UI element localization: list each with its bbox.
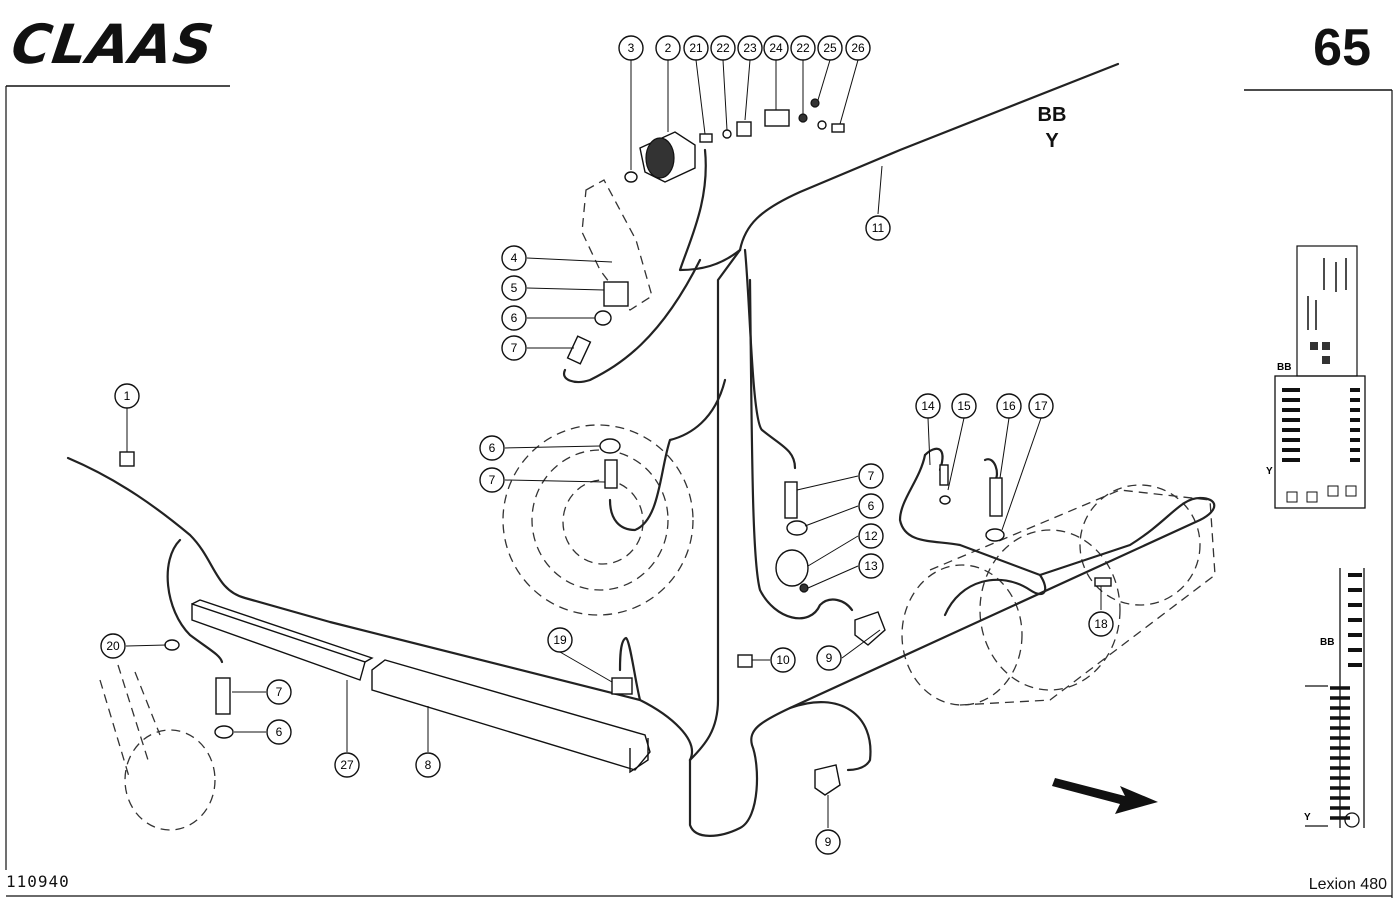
svg-text:27: 27 xyxy=(340,758,354,772)
svg-text:19: 19 xyxy=(553,633,567,647)
svg-text:9: 9 xyxy=(825,835,832,849)
callout-9a: 9 xyxy=(816,645,842,671)
callout-22b: 22 xyxy=(790,35,816,61)
drawing-number: 110940 xyxy=(6,872,70,891)
svg-text:2: 2 xyxy=(665,41,672,55)
callout-10: 10 xyxy=(770,647,796,673)
direction-arrow-icon xyxy=(1052,778,1158,814)
callout-4: 4 xyxy=(501,245,527,271)
svg-text:4: 4 xyxy=(511,251,518,265)
callout-7b: 7 xyxy=(479,467,505,493)
svg-text:1: 1 xyxy=(124,389,131,403)
svg-text:25: 25 xyxy=(823,41,837,55)
svg-text:12: 12 xyxy=(864,529,878,543)
svg-text:10: 10 xyxy=(776,653,790,667)
svg-text:3: 3 xyxy=(628,41,635,55)
callout-3: 3 xyxy=(618,35,644,61)
callout-22: 22 xyxy=(710,35,736,61)
callout-7c: 7 xyxy=(858,463,884,489)
callout-20: 20 xyxy=(100,633,126,659)
svg-text:7: 7 xyxy=(511,341,518,355)
svg-text:14: 14 xyxy=(921,399,935,413)
callout-18: 18 xyxy=(1088,611,1114,637)
svg-text:13: 13 xyxy=(864,559,878,573)
svg-text:21: 21 xyxy=(689,41,703,55)
callout-26: 26 xyxy=(845,35,871,61)
callout-2: 2 xyxy=(655,35,681,61)
callout-24: 24 xyxy=(763,35,789,61)
callout-1: 1 xyxy=(114,383,140,409)
callout-6c: 6 xyxy=(858,493,884,519)
callout-6a: 6 xyxy=(501,305,527,331)
svg-text:7: 7 xyxy=(276,685,283,699)
callout-6b: 6 xyxy=(479,435,505,461)
locator-bottom-y-label: Y xyxy=(1304,812,1311,823)
callout-15: 15 xyxy=(951,393,977,419)
zone-label-bb: BB xyxy=(1037,104,1067,126)
callout-leaders xyxy=(125,59,1102,828)
callout-25: 25 xyxy=(817,35,843,61)
callout-16: 16 xyxy=(996,393,1022,419)
svg-text:15: 15 xyxy=(957,399,971,413)
svg-text:17: 17 xyxy=(1034,399,1048,413)
svg-text:20: 20 xyxy=(106,639,120,653)
callout-5: 5 xyxy=(501,275,527,301)
model-name: Lexion 480 xyxy=(1308,876,1387,893)
callout-19: 19 xyxy=(547,627,573,653)
callout-7d: 7 xyxy=(266,679,292,705)
page-number: 65 xyxy=(1313,19,1371,77)
svg-text:6: 6 xyxy=(868,499,875,513)
callout-6d: 6 xyxy=(266,719,292,745)
svg-text:7: 7 xyxy=(489,473,496,487)
svg-text:6: 6 xyxy=(276,725,283,739)
callout-9b: 9 xyxy=(815,829,841,855)
svg-text:6: 6 xyxy=(489,441,496,455)
callout-23: 23 xyxy=(737,35,763,61)
svg-text:22: 22 xyxy=(796,41,810,55)
callout-8: 8 xyxy=(415,752,441,778)
svg-text:22: 22 xyxy=(716,41,730,55)
callout-7a: 7 xyxy=(501,335,527,361)
locator-bottom-bb-label: BB xyxy=(1320,637,1334,648)
svg-text:6: 6 xyxy=(511,311,518,325)
svg-text:23: 23 xyxy=(743,41,757,55)
wiring-harness xyxy=(66,62,1216,837)
locator-bb-label: BB xyxy=(1277,362,1291,373)
svg-text:18: 18 xyxy=(1094,617,1108,631)
parts xyxy=(119,98,1112,796)
svg-text:8: 8 xyxy=(425,758,432,772)
locator-diagram-upper: BB Y xyxy=(1266,245,1366,509)
structural-beams xyxy=(191,599,651,774)
svg-text:16: 16 xyxy=(1002,399,1016,413)
svg-text:11: 11 xyxy=(872,221,885,235)
callout-17: 17 xyxy=(1028,393,1054,419)
svg-text:24: 24 xyxy=(769,41,783,55)
callout-13: 13 xyxy=(858,553,884,579)
callout-12: 12 xyxy=(858,523,884,549)
callout-14: 14 xyxy=(915,393,941,419)
zone-label: BB Y xyxy=(1030,102,1074,154)
svg-text:7: 7 xyxy=(868,469,875,483)
locator-diagram-lower: BB Y xyxy=(1304,568,1365,828)
callout-21: 21 xyxy=(683,35,709,61)
callout-11: 11 xyxy=(865,215,891,241)
callout-27: 27 xyxy=(334,752,360,778)
svg-text:26: 26 xyxy=(851,41,865,55)
svg-text:9: 9 xyxy=(826,651,833,665)
zone-label-y: Y xyxy=(1045,130,1059,152)
svg-text:5: 5 xyxy=(511,281,518,295)
dashed-machine-outlines xyxy=(99,179,1216,831)
locator-y-label: Y xyxy=(1266,466,1273,477)
